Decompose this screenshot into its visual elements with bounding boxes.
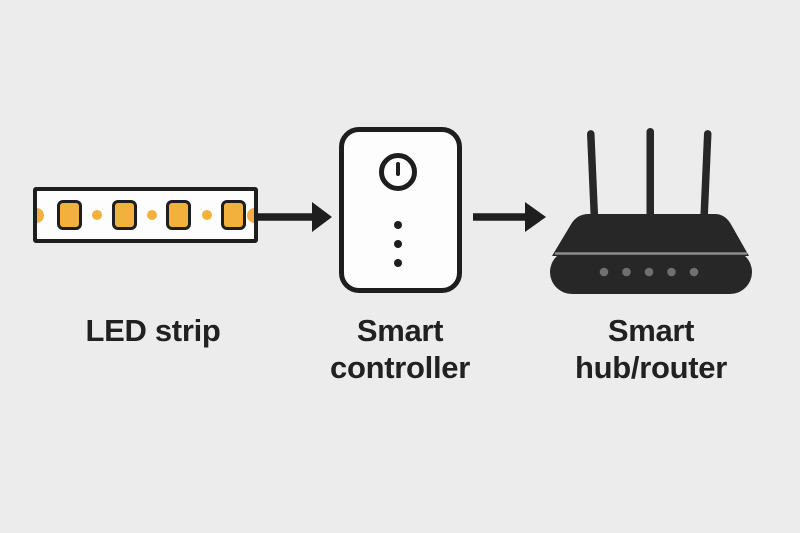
led-solder-halfdot xyxy=(247,207,254,223)
led-solder-dot xyxy=(201,210,212,220)
arrow-head xyxy=(525,202,546,232)
led-chip xyxy=(111,200,137,230)
controller-indicator-dot xyxy=(394,259,402,267)
led-strip-label-text: LED strip xyxy=(85,313,221,348)
smart-controller-icon xyxy=(339,127,462,293)
led-solder-dot xyxy=(146,210,157,220)
arrow-right-icon xyxy=(256,202,332,232)
led-solder-halfdot xyxy=(37,207,44,223)
dial-knob-icon xyxy=(379,153,417,191)
dial-knob-pointer xyxy=(396,162,400,176)
arrow-head xyxy=(312,202,332,232)
router-status-dot xyxy=(667,267,676,277)
arrow-right-icon xyxy=(473,202,546,232)
led-chip xyxy=(166,200,191,230)
led-chip xyxy=(220,200,246,230)
smart-hub-router-label-line2: hub/router xyxy=(575,350,727,385)
router-antenna xyxy=(646,128,654,225)
router-top-body xyxy=(552,214,749,256)
led-solder-dot xyxy=(91,210,102,220)
smart-controller-label-line1: Smart xyxy=(356,313,444,348)
router-status-dot xyxy=(599,267,609,277)
led-strip-icon xyxy=(33,187,258,243)
smart-hub-router-label-line1: Smart xyxy=(607,313,695,348)
led-strip-label: LED strip xyxy=(23,312,283,349)
router-antenna xyxy=(587,130,599,226)
router-antenna xyxy=(700,130,712,225)
router-status-dot xyxy=(622,267,631,277)
smart-hub-router-label: Smart hub/router xyxy=(541,312,761,386)
router-status-dot xyxy=(644,267,654,277)
smart-controller-label: Smart controller xyxy=(300,312,500,386)
led-chip xyxy=(57,200,82,230)
smart-controller-label-line2: controller xyxy=(330,350,470,385)
controller-indicator-dot xyxy=(394,240,402,248)
smart-hub-router-icon xyxy=(550,128,752,294)
controller-indicator-dot xyxy=(394,221,402,229)
router-status-dot xyxy=(689,267,699,277)
